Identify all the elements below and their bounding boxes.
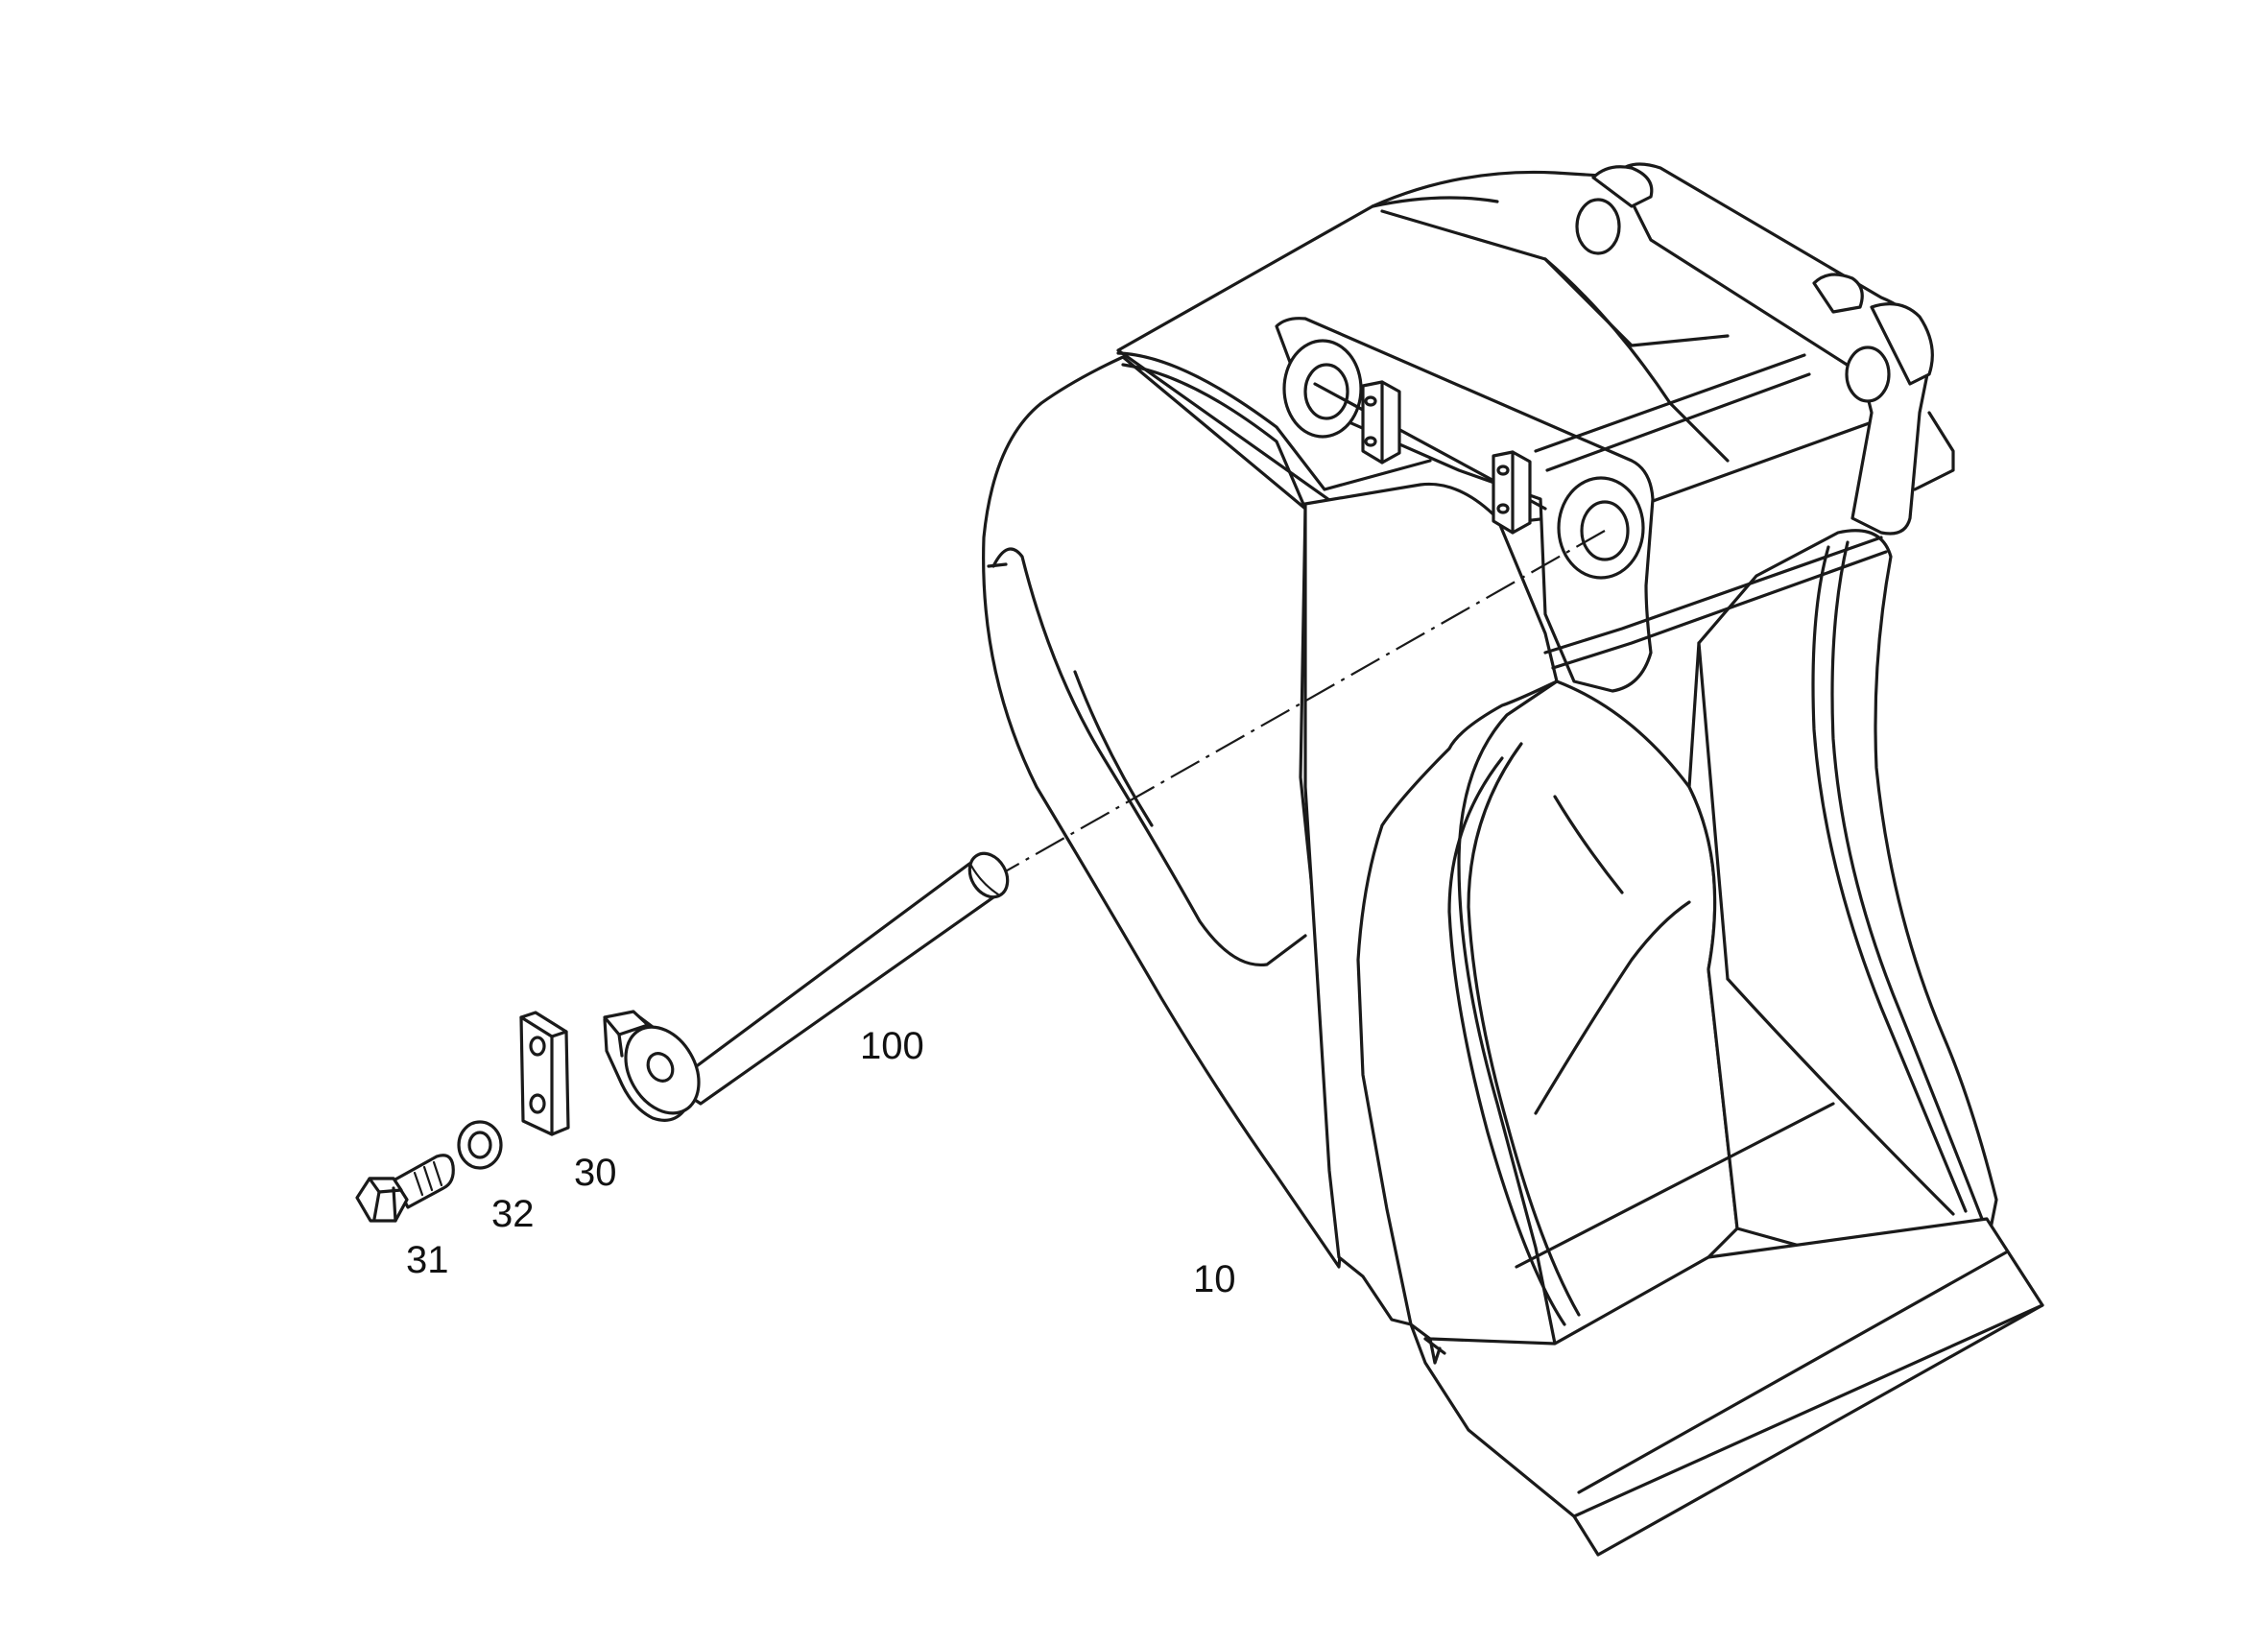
callout-label-pin: 100 bbox=[860, 1025, 924, 1067]
bucket-part[interactable] bbox=[982, 162, 2044, 1557]
washer-part[interactable] bbox=[457, 1120, 503, 1170]
lock-plate-part[interactable] bbox=[519, 1011, 570, 1136]
bolt-part[interactable] bbox=[355, 1154, 455, 1223]
callout-label-washer: 32 bbox=[491, 1193, 535, 1235]
callout-label-lock-plate: 30 bbox=[574, 1152, 617, 1194]
pin-part[interactable] bbox=[603, 846, 1015, 1126]
callout-label-bucket: 10 bbox=[1193, 1258, 1236, 1300]
assembly-axis-line bbox=[959, 530, 1606, 898]
callout-label-bolt: 31 bbox=[406, 1239, 449, 1281]
